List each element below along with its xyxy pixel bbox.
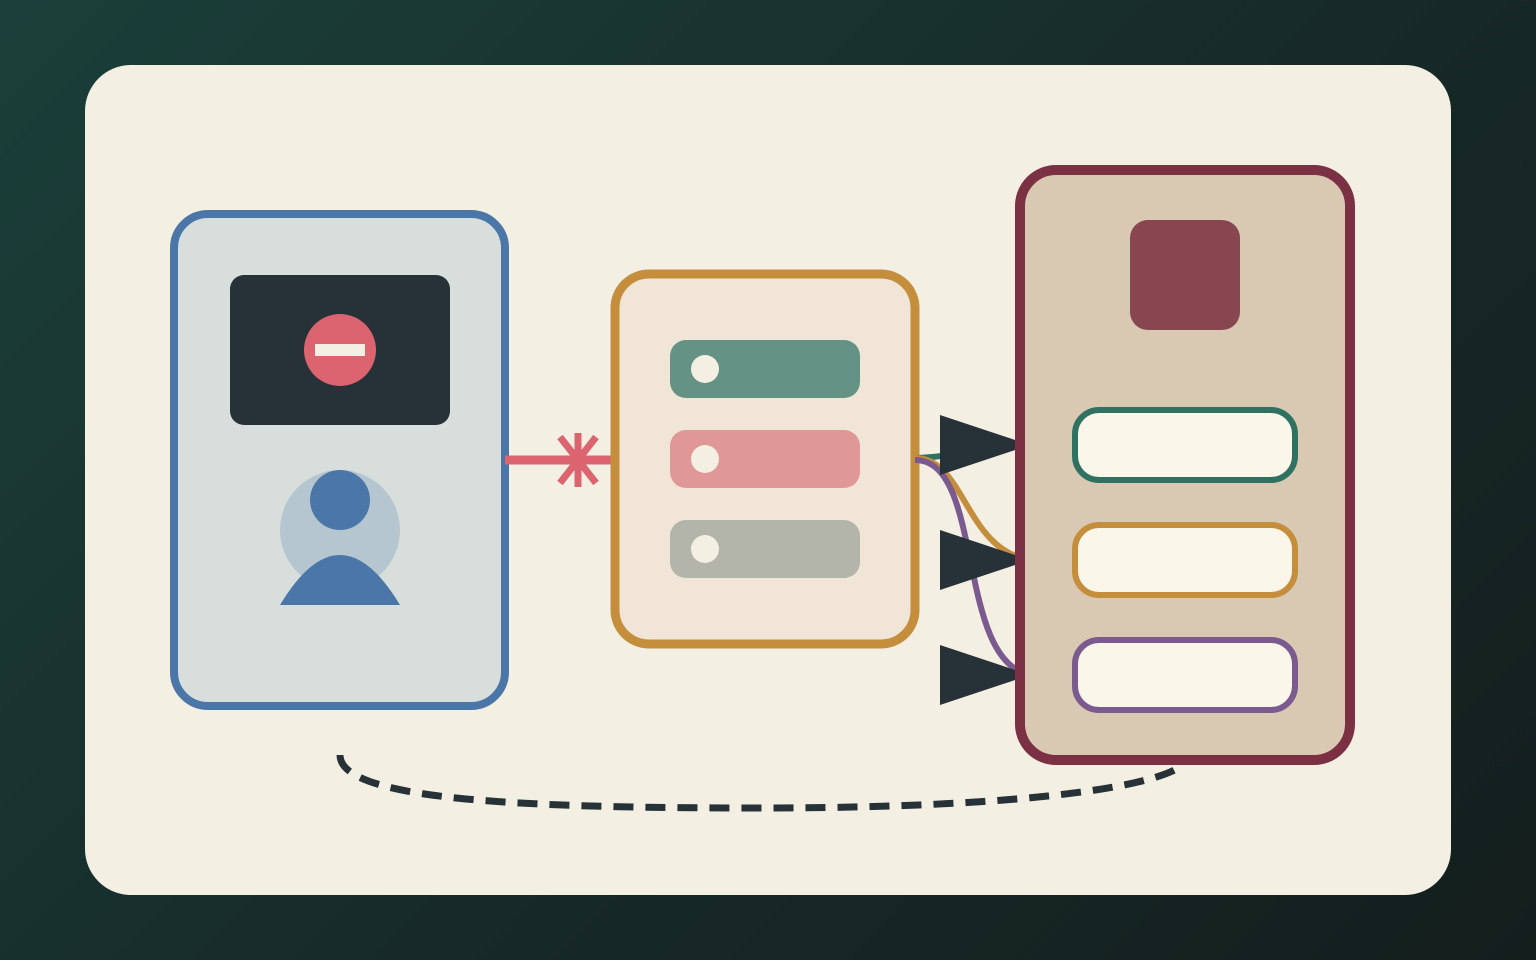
- return-path-dashed: [336, 754, 1186, 812]
- cut-connection: [505, 433, 617, 487]
- server-slot-green: [1072, 407, 1298, 483]
- cross-mark-icon: [557, 433, 599, 487]
- arrowhead-icon: [940, 415, 1030, 475]
- queue-card: [610, 269, 920, 649]
- queue-item-gray: [670, 520, 860, 578]
- server-slot-purple: [1072, 637, 1298, 713]
- no-entry-icon: [304, 314, 376, 386]
- queue-item-dot: [691, 535, 719, 563]
- client-card: [170, 210, 509, 710]
- server-card: [1015, 165, 1355, 765]
- queue-item-pink: [670, 430, 860, 488]
- user-avatar-icon: [280, 470, 400, 605]
- queue-item-green: [670, 340, 860, 398]
- server-status-block: [1130, 220, 1240, 330]
- arrowhead-icon: [940, 530, 1030, 590]
- arrowhead-icon: [940, 645, 1030, 705]
- queue-item-dot: [691, 445, 719, 473]
- queue-item-dot: [691, 355, 719, 383]
- server-slot-gold: [1072, 522, 1298, 598]
